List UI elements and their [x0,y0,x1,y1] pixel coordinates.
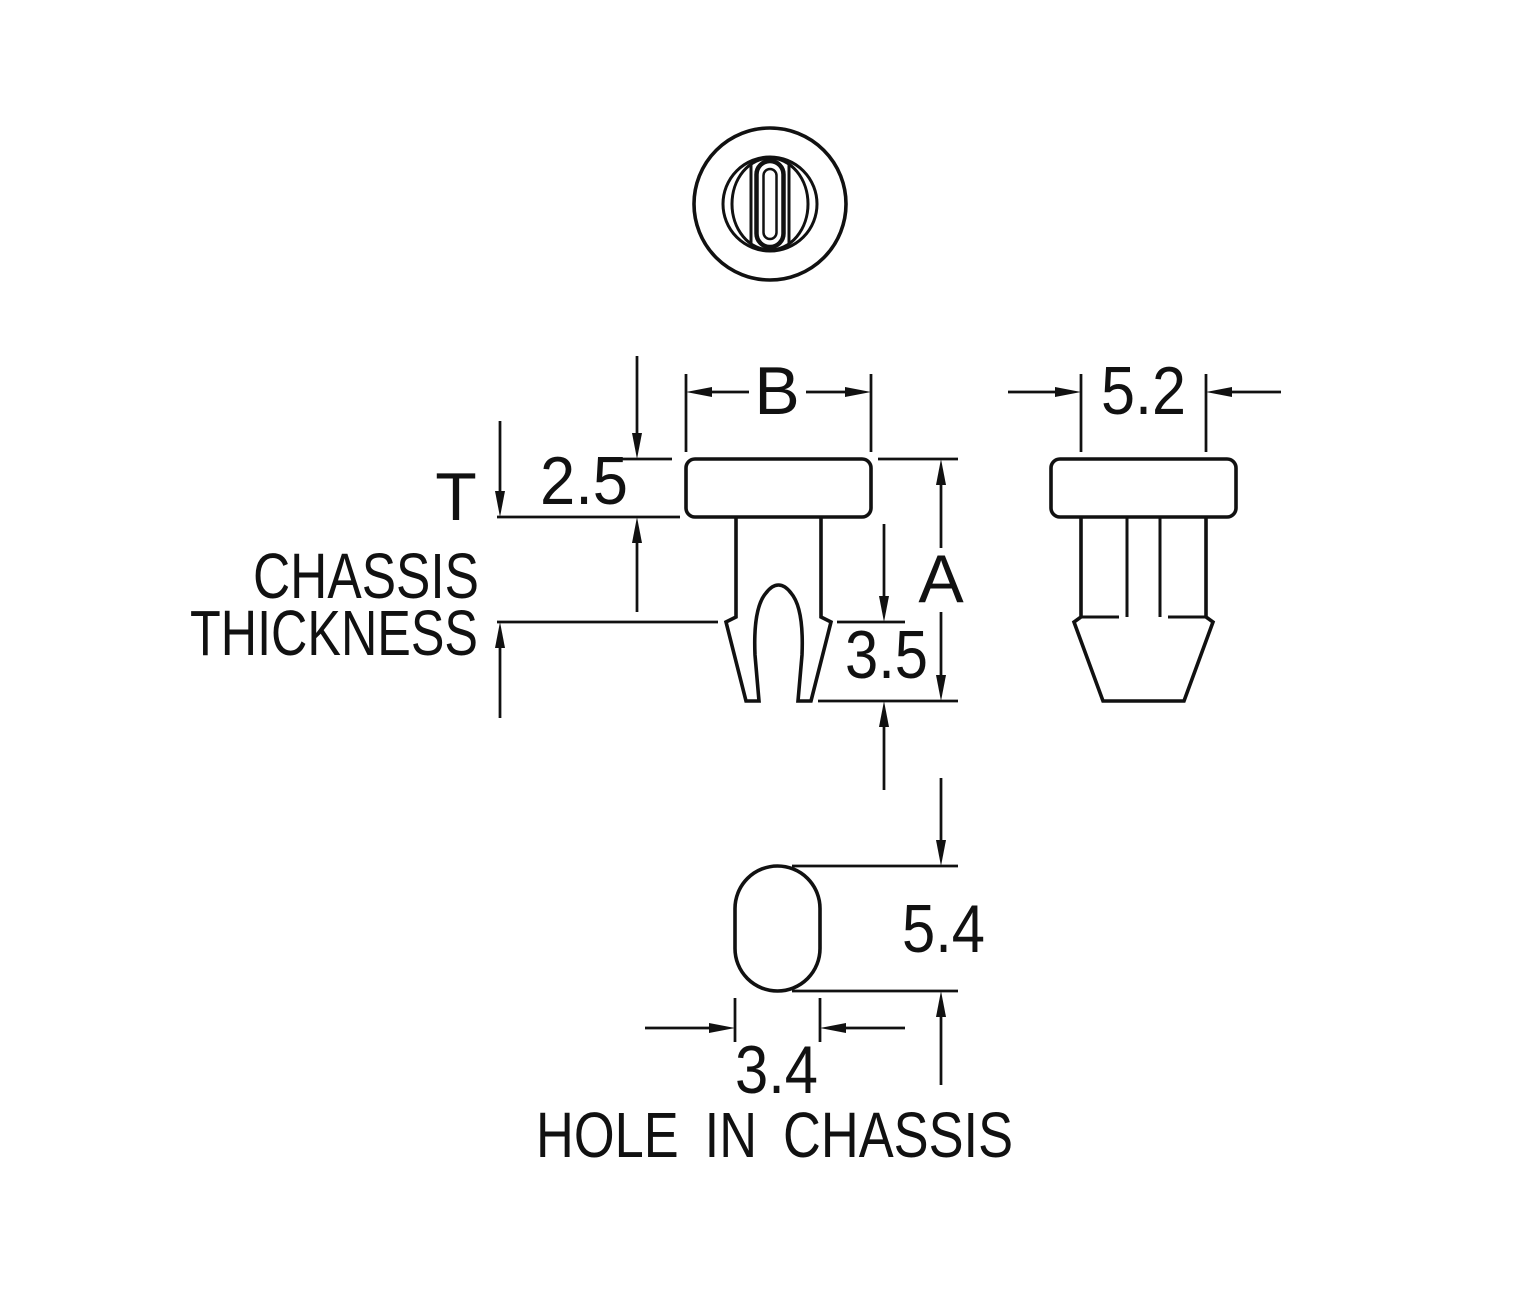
dimension-side-body-width: 5.2 [1008,353,1281,452]
dimension-snap-leg-length: 3.5 [837,524,928,790]
dim-34-arrow-right-icon [709,1023,735,1033]
dimension-hole-length: 5.4 [792,778,985,1085]
dimension-chassis-thickness: T CHASSIS THICKNESS [190,421,718,718]
caption-hole-in-chassis: HOLE IN CHASSIS [536,1099,1013,1171]
dim-25-arrow-down-icon [632,433,642,459]
dim-52-arrow-right-icon [1206,387,1232,397]
label-thickness: THICKNESS [190,597,478,669]
dim-b-arrow-right-icon [845,387,871,397]
dim-head-width-value: B [754,353,799,429]
top-view-slot-inner [762,167,778,241]
dim-35-arrow-down-icon [879,596,889,622]
dimension-hole-width: 3.4 [645,998,905,1108]
dim-b-arrow-left-icon [686,387,712,397]
side-view-head [1049,457,1238,519]
hole-view [733,864,822,993]
top-view-slot-outer [754,158,786,250]
dim-t-arrow-down-icon [495,491,505,517]
dimension-head-width: B [684,353,873,452]
front-view-legs [723,517,834,703]
front-view [684,457,873,703]
dim-overall-height-value: A [918,541,964,617]
dim-head-thickness-value: 2.5 [540,443,628,519]
side-view-legs [1071,517,1216,703]
dim-hole-length-value: 5.4 [902,891,985,967]
side-view [1049,457,1238,703]
dim-34-arrow-left-icon [820,1023,846,1033]
top-view [692,126,848,282]
dim-t-arrow-up-icon [495,622,505,648]
dim-a-arrow-up-icon [936,459,946,485]
dim-54-arrow-up-icon [936,991,946,1017]
dim-side-body-width-value: 5.2 [1101,353,1186,429]
dim-hole-width-value: 3.4 [735,1032,818,1108]
top-view-leg-outline [730,156,810,252]
dimension-head-thickness: 2.5 [540,356,672,612]
dim-54-arrow-down-icon [936,840,946,866]
dim-52-arrow-left-icon [1055,387,1081,397]
front-view-head [684,457,873,519]
label-chassis: CHASSIS [253,540,479,612]
dim-t-symbol: T [435,459,477,535]
top-view-head-outline [692,126,848,282]
dim-snap-leg-length-value: 3.5 [845,617,928,693]
dim-25-arrow-up-icon [632,517,642,543]
dim-35-arrow-up-icon [879,701,889,727]
dimension-overall-height: A [818,457,964,703]
hole-in-chassis-caption: HOLE IN CHASSIS [536,1099,1013,1171]
top-view-body-outline [721,155,819,253]
hole-outline [733,864,822,993]
dim-a-arrow-down-icon [936,675,946,701]
